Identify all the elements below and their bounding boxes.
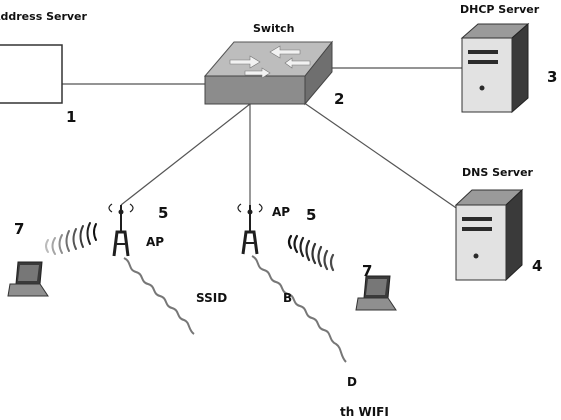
wifi-signal-left-icon bbox=[45, 222, 97, 255]
laptop-right-icon[interactable] bbox=[355, 275, 397, 311]
number-label-7-right: 7 bbox=[362, 262, 372, 280]
number-label-7-left: 7 bbox=[14, 220, 24, 238]
fragment-d-label: D bbox=[347, 375, 357, 389]
network-switch-icon[interactable] bbox=[203, 40, 334, 106]
wifi-signal-right-icon bbox=[287, 234, 335, 272]
number-label-2: 2 bbox=[334, 90, 344, 108]
fragment-wifi-label: th WIFI bbox=[340, 405, 389, 419]
fragment-ssid-label: SSID bbox=[196, 291, 227, 305]
switch-arrows-icon bbox=[229, 45, 311, 79]
dhcp-server-icon[interactable] bbox=[460, 22, 530, 114]
address-server-icon[interactable] bbox=[0, 44, 63, 104]
link-switch-ap-left bbox=[120, 103, 251, 206]
number-label-5-left: 5 bbox=[158, 204, 168, 222]
access-point-right-icon[interactable] bbox=[237, 203, 263, 255]
laptop-left-icon[interactable] bbox=[7, 261, 49, 297]
number-label-1: 1 bbox=[66, 108, 76, 126]
number-label-4: 4 bbox=[532, 257, 542, 275]
link-switch-dns-server bbox=[299, 99, 463, 213]
dhcp-server-label: DHCP Server bbox=[460, 3, 540, 16]
ap-left-label: AP bbox=[146, 235, 164, 249]
number-label-5-right: 5 bbox=[306, 206, 316, 224]
ap-right-label: AP bbox=[272, 205, 290, 219]
cable-squiggle-left bbox=[123, 257, 195, 335]
dns-server-icon[interactable] bbox=[454, 188, 524, 282]
access-point-left-icon[interactable] bbox=[108, 203, 134, 257]
switch-label: Switch bbox=[253, 22, 294, 35]
address-server-label: Address Server bbox=[0, 10, 88, 23]
cable-squiggle-right bbox=[251, 255, 347, 363]
number-label-3: 3 bbox=[547, 68, 557, 86]
fragment-b-label: B bbox=[283, 291, 292, 305]
dns-server-label: DNS Server bbox=[462, 166, 534, 179]
